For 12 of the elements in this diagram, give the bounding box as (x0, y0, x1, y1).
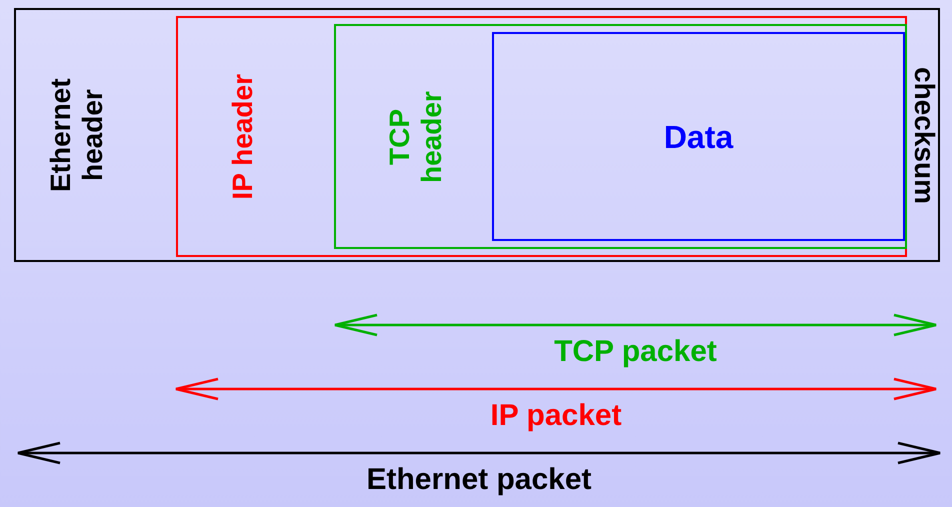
header-label: TCP header (384, 90, 448, 184)
frame-box (14, 8, 940, 262)
header-label: IP header (226, 74, 259, 200)
data-label: Data (664, 118, 734, 156)
data-box (492, 32, 905, 241)
checksum-label: checksum (908, 66, 940, 204)
header-label: Ethernet header (44, 77, 109, 194)
ip-box (176, 16, 907, 257)
dimension-label: TCP packet (554, 335, 717, 368)
dimension-label: Ethernet packet (366, 463, 592, 496)
dimension-label: IP packet (490, 399, 622, 432)
tcp-box (334, 24, 907, 249)
